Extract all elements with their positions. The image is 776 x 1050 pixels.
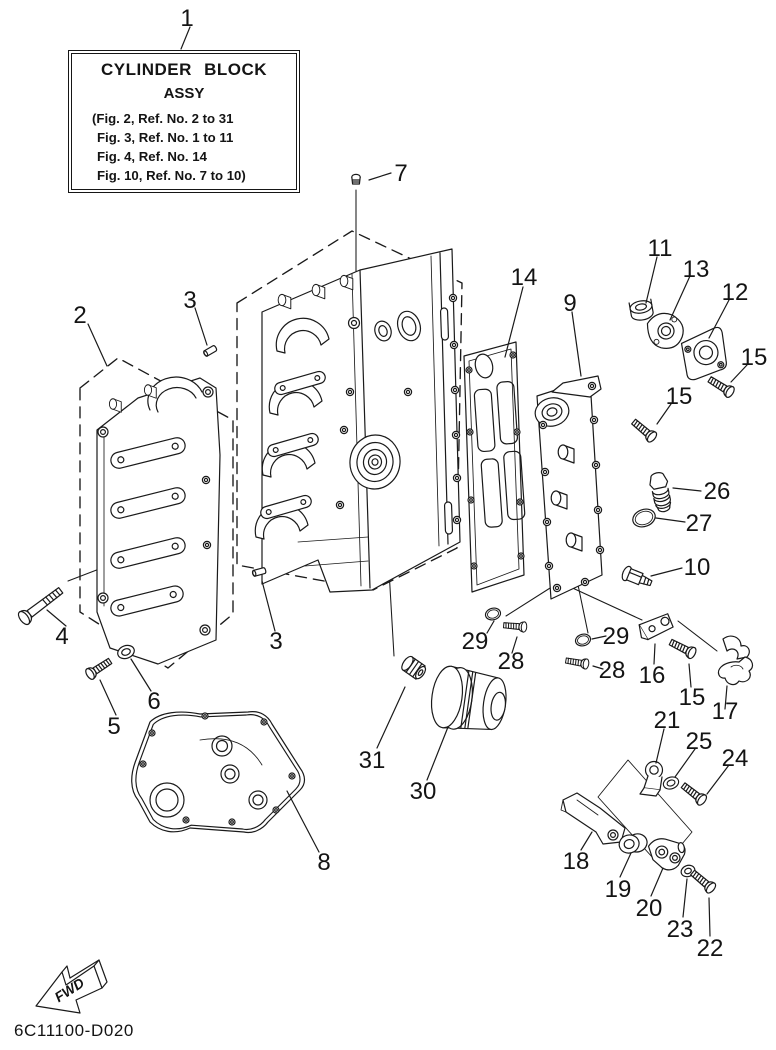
title-box-refs: (Fig. 2, Ref. No. 2 to 31 Fig. 3, Ref. N… [72,109,296,185]
ref-line-3: Fig. 4, Ref. No. 14 [97,149,207,164]
crankcase-half [96,376,221,665]
callout-29b: 29 [603,623,630,650]
bracket-16 [638,613,674,641]
callout-15c: 15 [679,684,706,711]
callout-17: 17 [712,698,739,725]
title-line-1: CYLINDER BLOCK [100,60,268,79]
bolt-28b [564,654,591,671]
bolt-7 [351,173,361,185]
bolt-15b [629,416,659,445]
o-ring-27 [632,508,656,528]
grommet-19 [618,833,648,854]
callout-31: 31 [359,747,386,774]
bolt-15a [705,373,737,400]
fitting-31 [401,655,427,680]
callout-18: 18 [563,848,590,875]
callout-1: 1 [180,5,193,32]
drawing-code: 6C11100-D020 [14,1021,134,1040]
callout-2: 2 [73,302,86,329]
lower-gasket-8 [131,711,306,834]
ref-line-4: Fig. 10, Ref. No. 7 to 10) [97,168,246,183]
gasket-14 [463,341,526,593]
callout-3b: 3 [269,628,282,655]
callout-24: 24 [722,745,749,772]
ref-line-1: (Fig. 2, Ref. No. 2 to 31 [92,111,234,126]
callout-15a: 15 [741,344,768,371]
bolt-7-boss [347,316,361,330]
clamp-17 [717,635,754,686]
callout-30: 30 [410,778,437,805]
link-21 [639,760,664,797]
oil-passage-boss [349,434,401,490]
ref-line-2: Fig. 3, Ref. No. 1 to 11 [97,130,234,145]
callout-26: 26 [704,478,731,505]
washer-25 [661,774,681,792]
callout-27: 27 [686,510,713,537]
fwd-arrow: FWD [35,959,108,1014]
cylinder-block [254,248,462,593]
callout-28a: 28 [498,648,525,675]
callout-12: 12 [722,279,749,306]
callout-3a: 3 [183,287,196,314]
plug-11 [628,298,654,321]
bolt-15c [667,636,699,661]
anode-26 [649,472,672,513]
dashed-outline-cylinder-block [236,230,463,591]
callout-21: 21 [654,707,681,734]
callout-8: 8 [317,849,330,876]
callout-20: 20 [636,895,663,922]
callout-11: 11 [648,235,673,262]
callout-16: 16 [639,662,666,689]
bracket-20 [647,838,686,871]
callout-22: 22 [697,935,724,962]
oil-filter-30 [430,665,507,731]
callout-6: 6 [147,688,160,715]
callout-28b: 28 [599,657,626,684]
bolt-4 [15,583,66,627]
sensor-10 [621,565,653,587]
title-box: CYLINDER BLOCK ASSY (Fig. 2, Ref. No. 2 … [68,50,300,193]
callout-23: 23 [667,916,694,943]
callout-29a: 29 [462,628,489,655]
bolt-5 [83,655,114,682]
callout-4: 4 [55,623,68,650]
bearing-saddles [254,317,330,540]
callout-10: 10 [684,554,711,581]
callout-5: 5 [107,713,120,740]
callout-7: 7 [394,160,407,187]
gasket-13 [646,312,684,349]
callout-25: 25 [686,728,713,755]
callout-numbers: 1 2 3 3 4 5 6 7 8 9 10 11 12 13 14 15 15… [55,5,767,962]
title-line-2: ASSY [163,85,205,102]
bolt-24 [678,779,709,808]
callout-15b: 15 [666,383,693,410]
callout-19: 19 [605,876,632,903]
callout-13: 13 [683,256,710,283]
title-box-inner: CYLINDER BLOCK ASSY (Fig. 2, Ref. No. 2 … [71,53,297,190]
dashed-outline-crankcase [79,357,234,669]
callout-leader-lines [46,26,748,937]
bolt-28a [502,619,528,633]
lever-18 [560,792,626,845]
o-ring-29a [483,605,503,623]
thermostat-cover-12 [680,326,727,381]
dowel-pin-a [202,344,218,358]
bolt-22 [688,867,718,896]
side-cover-9 [534,375,605,600]
o-ring-29b [573,631,593,649]
callout-14: 14 [511,264,538,291]
callout-9: 9 [563,290,576,317]
